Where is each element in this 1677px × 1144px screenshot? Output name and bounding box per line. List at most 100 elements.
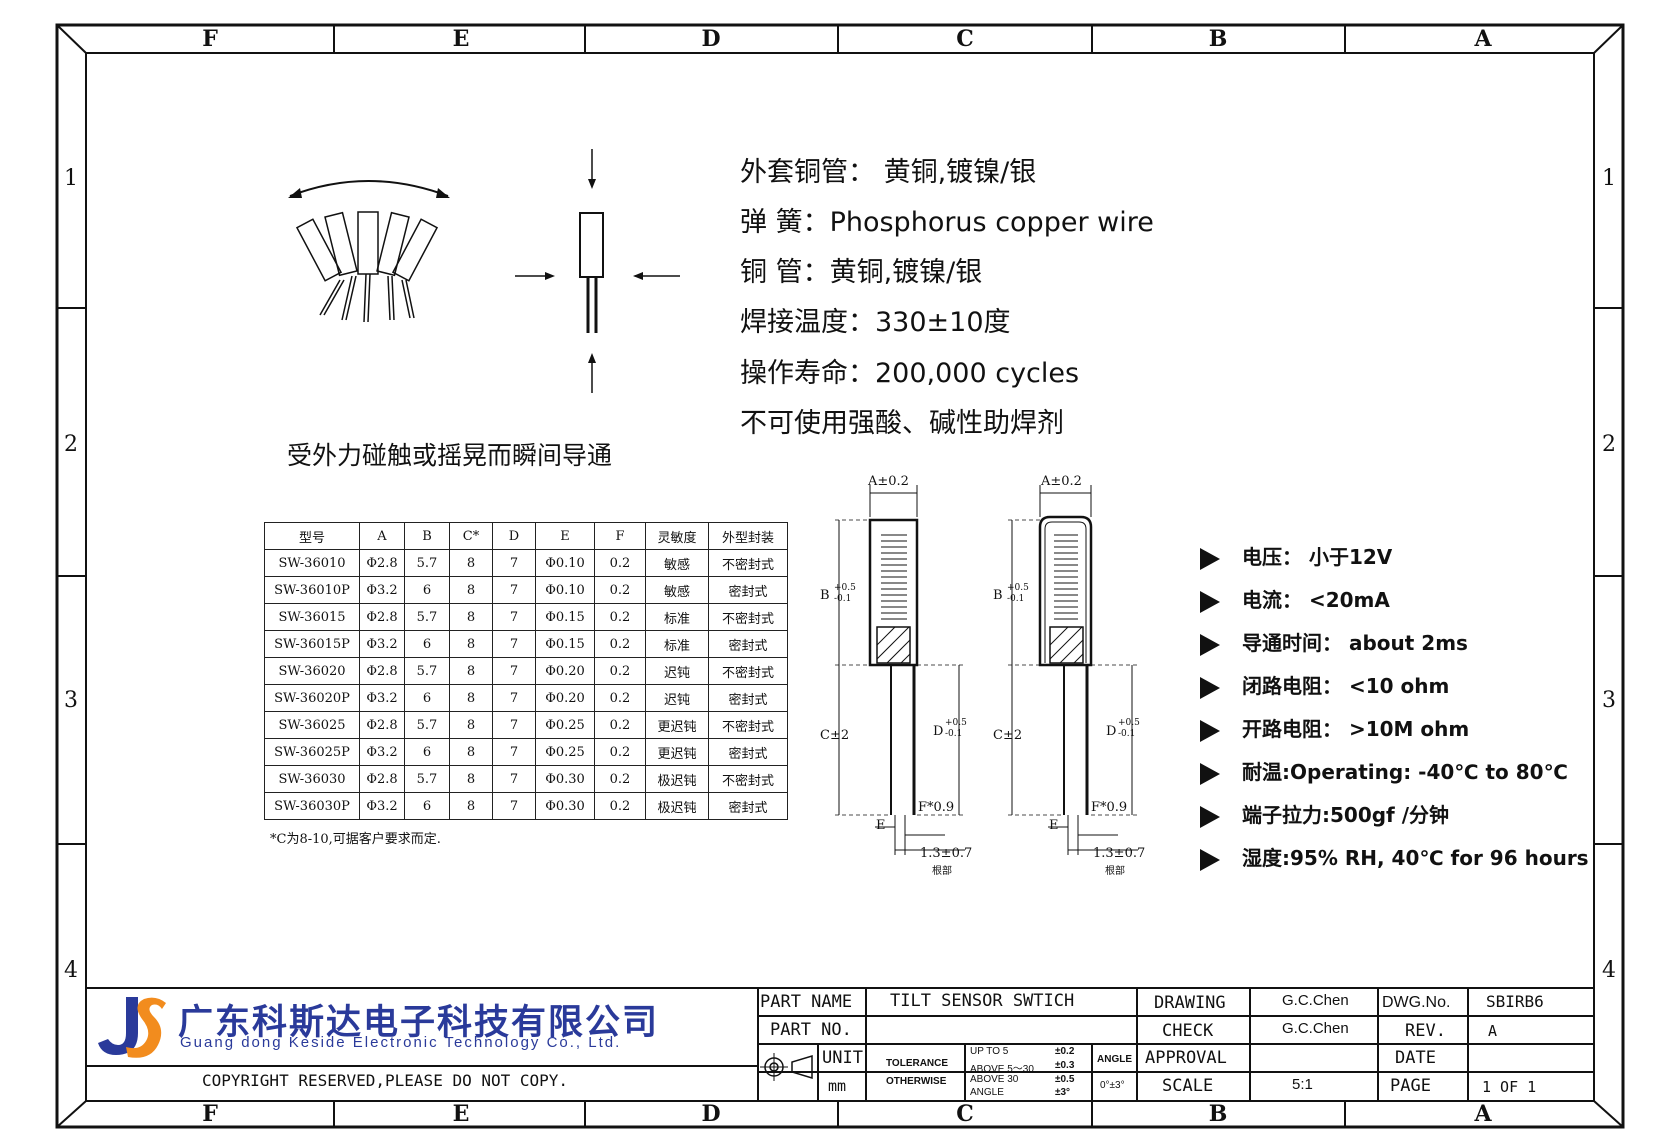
cell-f: 0.2 bbox=[594, 630, 646, 658]
header-b: B bbox=[404, 522, 450, 550]
feature-open-resistance: 开路电阻： >10M ohm bbox=[1200, 713, 1469, 742]
cell-b: 5.7 bbox=[404, 657, 450, 685]
angle-label: ANGLE bbox=[1097, 1054, 1132, 1065]
tol-row-1-range: UP TO 5 bbox=[970, 1046, 1009, 1057]
cell-d: 7 bbox=[492, 576, 536, 604]
cell-d: 7 bbox=[492, 684, 536, 712]
row-label-right-3: 3 bbox=[1602, 688, 1616, 713]
cell-package: 密封式 bbox=[708, 576, 788, 604]
drawing-value: G.C.Chen bbox=[1282, 992, 1349, 1009]
tol-row-3-range: ABOVE 30 bbox=[970, 1074, 1019, 1085]
cell-model: SW-36010 bbox=[264, 549, 360, 577]
page-label: PAGE bbox=[1390, 1076, 1431, 1096]
row-label-right-2: 2 bbox=[1602, 432, 1616, 457]
check-value: G.C.Chen bbox=[1282, 1020, 1349, 1037]
rev-value: A bbox=[1488, 1022, 1498, 1040]
dim-a-label-1: A±0.2 bbox=[868, 474, 909, 489]
zone-label-top-b: B bbox=[1208, 26, 1228, 52]
cell-model: SW-36030 bbox=[264, 765, 360, 793]
cell-b: 5.7 bbox=[404, 765, 450, 793]
feature-text: 开路电阻： >10M ohm bbox=[1242, 717, 1470, 741]
company-name-cn: 广东科斯达电子科技有限公司 bbox=[178, 1003, 660, 1043]
cell-e: Φ0.20 bbox=[535, 657, 595, 685]
table-header-row: 型号 A B C* D E F 灵敏度 外型封装 bbox=[264, 522, 788, 550]
tol-row-4-range: ANGLE bbox=[970, 1087, 1004, 1098]
zone-label-top-f: F bbox=[202, 26, 218, 52]
bullet-arrow-icon bbox=[1200, 805, 1220, 828]
cell-e: Φ0.15 bbox=[535, 603, 595, 631]
row-label-left-3: 3 bbox=[64, 688, 78, 713]
cell-sensitivity: 迟钝 bbox=[645, 657, 709, 685]
dim-e-label-2: E bbox=[1049, 818, 1059, 833]
feature-text: 电流： <20mA bbox=[1242, 588, 1390, 612]
header-e: E bbox=[535, 522, 595, 550]
row-label-right-4: 4 bbox=[1602, 958, 1616, 983]
tolerance-label: TOLERANCE bbox=[886, 1058, 949, 1069]
cell-sensitivity: 极迟钝 bbox=[645, 765, 709, 793]
part-name-label: PART NAME bbox=[760, 992, 853, 1012]
cell-f: 0.2 bbox=[594, 657, 646, 685]
check-label: CHECK bbox=[1162, 1021, 1214, 1041]
cell-f: 0.2 bbox=[594, 792, 646, 820]
dwg-no-value: SBIRB6 bbox=[1486, 992, 1544, 1011]
dim-d-tol-up-1: +0.5 bbox=[945, 718, 967, 728]
cell-e: Φ0.30 bbox=[535, 792, 595, 820]
cell-model: SW-36020P bbox=[264, 684, 360, 712]
header-a: A bbox=[359, 522, 405, 550]
cell-a: Φ2.8 bbox=[359, 657, 405, 685]
tilt-motion-illustration bbox=[288, 180, 450, 323]
zone-label-top-a: A bbox=[1474, 26, 1492, 52]
zone-label-bottom-b: B bbox=[1208, 1101, 1228, 1127]
cell-d: 7 bbox=[492, 792, 536, 820]
spec-copper-tube: 铜 管：黄铜,镀镍/银 bbox=[740, 257, 983, 288]
dim-c-label-1: C±2 bbox=[820, 728, 850, 743]
cell-f: 0.2 bbox=[594, 765, 646, 793]
cell-c: 8 bbox=[449, 603, 493, 631]
dim-d-label-1: D bbox=[933, 724, 944, 739]
force-direction-illustration bbox=[515, 149, 680, 393]
company-name-en: Guang dong Keside Electronic Technology … bbox=[180, 1034, 622, 1051]
cell-model: SW-36015 bbox=[264, 603, 360, 631]
dim-d-tol-up-2: +0.5 bbox=[1118, 718, 1140, 728]
cell-sensitivity: 更迟钝 bbox=[645, 738, 709, 766]
rev-label: REV. bbox=[1405, 1021, 1446, 1041]
part-no-label: PART NO. bbox=[770, 1020, 852, 1040]
cell-e: Φ0.25 bbox=[535, 711, 595, 739]
row-label-right-1: 1 bbox=[1602, 166, 1616, 191]
header-package: 外型封装 bbox=[708, 522, 788, 550]
tol-row-3-value: ±0.5 bbox=[1055, 1074, 1075, 1085]
feature-closed-resistance: 闭路电阻： <10 ohm bbox=[1200, 670, 1449, 699]
cell-b: 6 bbox=[404, 576, 450, 604]
dim-a-label-2: A±0.2 bbox=[1041, 474, 1082, 489]
zone-label-top-d: D bbox=[701, 26, 721, 52]
cell-d: 7 bbox=[492, 711, 536, 739]
dim-b-label-1: B bbox=[820, 588, 830, 603]
dim-d-tol-dn-2: -0.1 bbox=[1118, 729, 1136, 739]
cell-b: 6 bbox=[404, 738, 450, 766]
illustration-caption: 受外力碰触或摇晃而瞬间导通 bbox=[287, 441, 613, 470]
cell-package: 不密封式 bbox=[708, 765, 788, 793]
dim-b-label-2: B bbox=[993, 588, 1003, 603]
cell-d: 7 bbox=[492, 765, 536, 793]
cell-sensitivity: 敏感 bbox=[645, 549, 709, 577]
dwg-no-label: DWG.No. bbox=[1382, 994, 1451, 1011]
zone-label-top-c: C bbox=[956, 26, 974, 52]
header-c: C* bbox=[449, 522, 493, 550]
dimension-drawing-unsealed bbox=[835, 485, 965, 855]
row-label-left-1: 1 bbox=[64, 166, 78, 191]
bullet-arrow-icon bbox=[1200, 547, 1220, 570]
dim-root-label-2: 1.3±0.7 bbox=[1093, 846, 1146, 861]
company-logo-icon bbox=[98, 997, 166, 1058]
cell-d: 7 bbox=[492, 657, 536, 685]
feature-text: 端子拉力:500gf /分钟 bbox=[1242, 803, 1450, 827]
feature-temperature: 耐温:Operating: -40℃ to 80℃ bbox=[1200, 756, 1568, 785]
cell-e: Φ0.10 bbox=[535, 576, 595, 604]
cell-c: 8 bbox=[449, 738, 493, 766]
page-value: 1 OF 1 bbox=[1482, 1078, 1537, 1096]
